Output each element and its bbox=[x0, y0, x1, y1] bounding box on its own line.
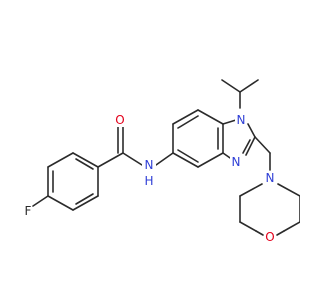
isopropyl-group bbox=[221, 79, 259, 109]
benzo-ring bbox=[172, 109, 224, 168]
amide-group bbox=[97, 126, 174, 168]
molecule-drawing: O N H F N N N O bbox=[25, 79, 300, 244]
imidazole-ring bbox=[222, 119, 256, 161]
fluorine-label: F bbox=[25, 204, 32, 218]
structure-canvas: O N H F N N N O bbox=[25, 79, 300, 244]
imidazole-n1-label: N bbox=[237, 113, 246, 127]
methylene-bond bbox=[254, 136, 271, 154]
morpholine-nitrogen-label: N bbox=[266, 171, 275, 185]
morpholine-o-bond-right bbox=[276, 230, 285, 236]
amide-nitrogen-label: N bbox=[145, 158, 154, 172]
morpholine-ring bbox=[239, 183, 300, 232]
carbonyl-oxygen-label: O bbox=[115, 113, 124, 127]
imidazole-n3-label: N bbox=[232, 155, 241, 169]
fluorophenyl-ring bbox=[47, 152, 99, 211]
morpholine-oxygen-label: O bbox=[265, 230, 274, 244]
c-f-bond bbox=[32, 195, 49, 207]
morpholine-o-bond-left bbox=[255, 230, 264, 236]
amide-hydrogen-label: H bbox=[144, 174, 153, 188]
